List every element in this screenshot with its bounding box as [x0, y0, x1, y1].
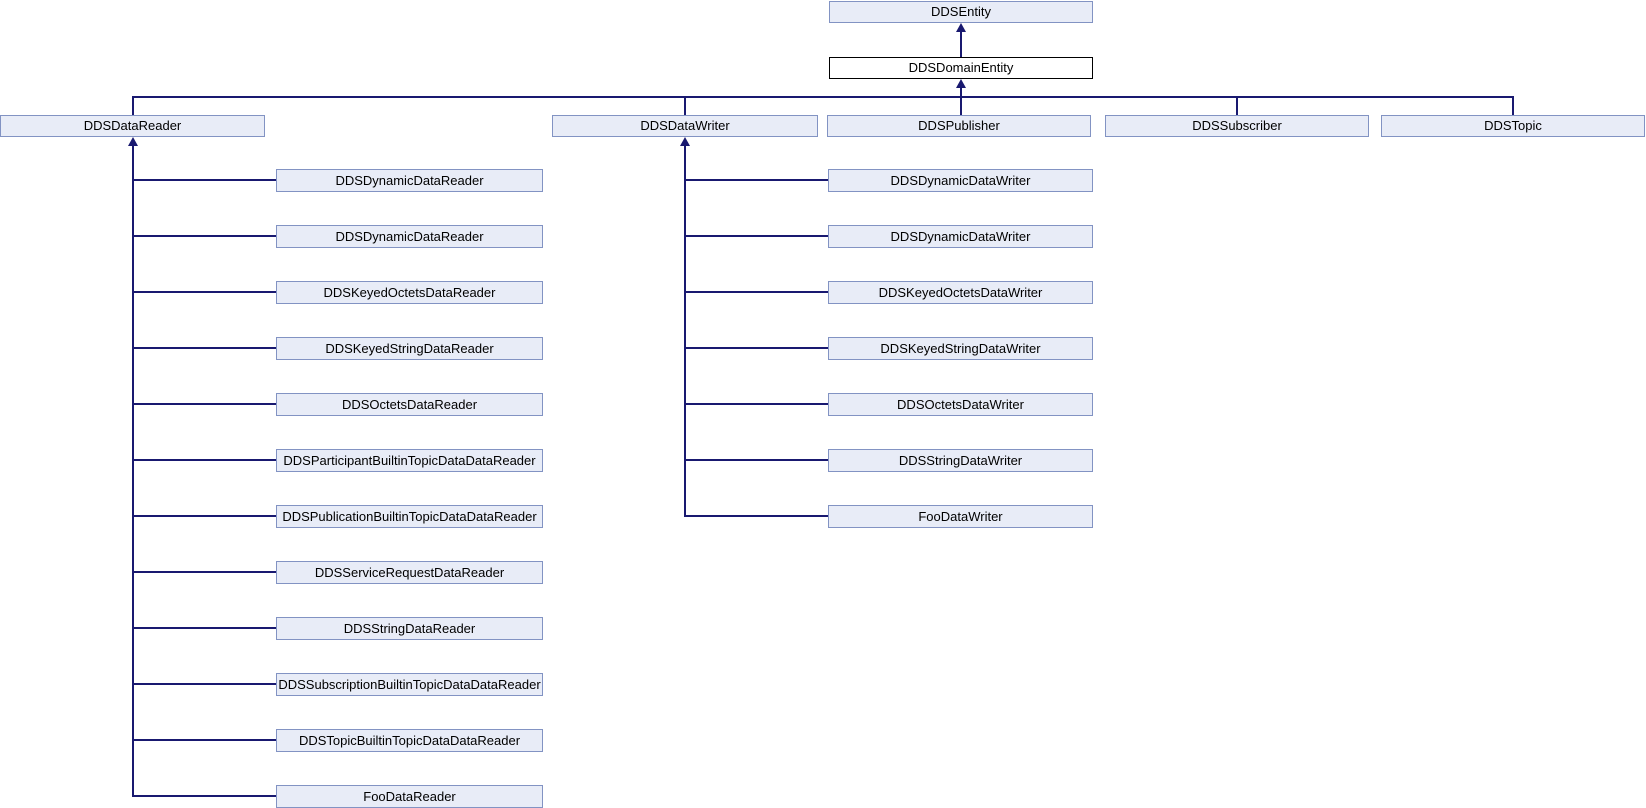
arrowhead-up-icon [956, 79, 966, 88]
edge-branch-reader-3 [132, 347, 276, 349]
edge-branch-reader-1 [132, 235, 276, 237]
class-node-ddstopic[interactable]: DDSTopic [1381, 115, 1645, 137]
edge-branch-reader-2 [132, 291, 276, 293]
edge-drop-datareader [132, 96, 134, 115]
edge-trunk-reader [132, 144, 134, 797]
edge-branch-reader-6 [132, 515, 276, 517]
edge-drop-subscriber [1236, 96, 1238, 115]
class-node-ddsdatareader[interactable]: DDSDataReader [0, 115, 265, 137]
class-node-ddsoctetsdatawriter[interactable]: DDSOctetsDataWriter [828, 393, 1093, 416]
class-node-ddskeyedstringdatawriter[interactable]: DDSKeyedStringDataWriter [828, 337, 1093, 360]
arrowhead-up-icon [128, 137, 138, 146]
edge-children-bus [132, 96, 1514, 98]
edge-branch-reader-11 [132, 795, 276, 797]
edge-branch-reader-5 [132, 459, 276, 461]
edge-branch-writer-4 [684, 403, 828, 405]
class-node-ddsservicerequestdatareader[interactable]: DDSServiceRequestDataReader [276, 561, 543, 584]
edge-branch-writer-2 [684, 291, 828, 293]
class-node-ddsdomainentity: DDSDomainEntity [829, 57, 1093, 79]
edge-branch-reader-4 [132, 403, 276, 405]
edge-drop-datawriter [684, 96, 686, 115]
class-node-ddsdynamicdatawriter-1[interactable]: DDSDynamicDataWriter [828, 169, 1093, 192]
edge-branch-reader-7 [132, 571, 276, 573]
edge-branch-reader-0 [132, 179, 276, 181]
class-node-foodatawriter[interactable]: FooDataWriter [828, 505, 1093, 528]
class-node-ddsdynamicdatareader-1[interactable]: DDSDynamicDataReader [276, 169, 543, 192]
edge-branch-reader-9 [132, 683, 276, 685]
class-node-ddspublicationbuiltintopicdatadatareader[interactable]: DDSPublicationBuiltinTopicDataDataReader [276, 505, 543, 528]
class-node-ddspublisher[interactable]: DDSPublisher [827, 115, 1091, 137]
class-node-ddssubscriber[interactable]: DDSSubscriber [1105, 115, 1369, 137]
class-node-ddsdynamicdatawriter-2[interactable]: DDSDynamicDataWriter [828, 225, 1093, 248]
class-node-ddskeyedoctetsdatareader[interactable]: DDSKeyedOctetsDataReader [276, 281, 543, 304]
edge-branch-writer-1 [684, 235, 828, 237]
edge-branch-writer-3 [684, 347, 828, 349]
edge-domainentity-bus [960, 86, 962, 115]
class-node-ddstopicbuiltintopicdatadatareader[interactable]: DDSTopicBuiltinTopicDataDataReader [276, 729, 543, 752]
class-node-ddssubscriptionbuiltintopicdatadatareader[interactable]: DDSSubscriptionBuiltinTopicDataDataReade… [276, 673, 543, 696]
arrowhead-up-icon [680, 137, 690, 146]
class-node-ddsdynamicdatareader-2[interactable]: DDSDynamicDataReader [276, 225, 543, 248]
class-node-foodatareader[interactable]: FooDataReader [276, 785, 543, 808]
arrowhead-up-icon [956, 23, 966, 32]
edge-trunk-writer [684, 144, 686, 517]
edge-entity-domainentity [960, 30, 962, 57]
edge-branch-reader-10 [132, 739, 276, 741]
class-node-ddskeyedoctetsdatawriter[interactable]: DDSKeyedOctetsDataWriter [828, 281, 1093, 304]
edge-branch-writer-0 [684, 179, 828, 181]
class-node-ddskeyedstringdatareader[interactable]: DDSKeyedStringDataReader [276, 337, 543, 360]
class-node-ddsparticipantbuiltintopicdatadatareader[interactable]: DDSParticipantBuiltinTopicDataDataReader [276, 449, 543, 472]
class-node-ddsdatawriter[interactable]: DDSDataWriter [552, 115, 818, 137]
class-node-ddsstringdatawriter[interactable]: DDSStringDataWriter [828, 449, 1093, 472]
class-node-ddsoctetsdatareader[interactable]: DDSOctetsDataReader [276, 393, 543, 416]
edge-branch-writer-6 [684, 515, 828, 517]
edge-branch-reader-8 [132, 627, 276, 629]
class-node-ddsentity[interactable]: DDSEntity [829, 1, 1093, 23]
edge-branch-writer-5 [684, 459, 828, 461]
edge-drop-topic [1512, 96, 1514, 115]
class-node-ddsstringdatareader[interactable]: DDSStringDataReader [276, 617, 543, 640]
